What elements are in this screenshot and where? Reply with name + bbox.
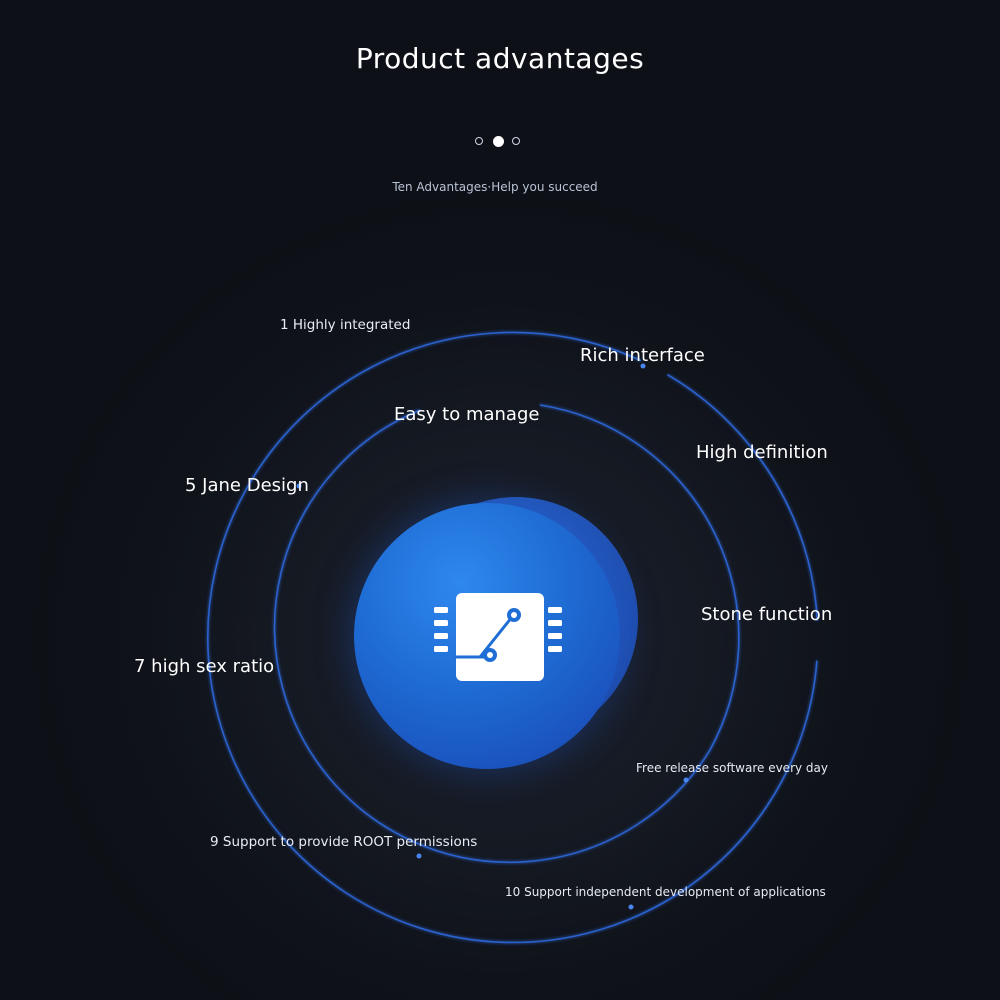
pagination-dot-1[interactable] <box>475 137 483 145</box>
advantage-6: Stone function <box>701 604 833 625</box>
outer-orbit-left <box>206 332 768 944</box>
advantage-2: Rich interface <box>580 345 705 366</box>
center-core <box>350 497 640 777</box>
inner-orbit-right <box>539 404 740 751</box>
advantage-7: 7 high sex ratio <box>134 656 275 677</box>
advantage-1: 1 Highly integrated <box>280 317 411 333</box>
advantage-4: High definition <box>696 442 828 463</box>
pagination-dot-2[interactable] <box>493 136 504 147</box>
orbit-node <box>683 777 689 783</box>
orbit-node <box>416 853 422 859</box>
advantage-8: Free release software every day <box>636 761 828 775</box>
chip-icon <box>434 593 562 681</box>
page-title: Product advantages <box>355 42 645 75</box>
pagination-dot-3[interactable] <box>512 137 520 145</box>
advantage-3: Easy to manage <box>394 404 540 425</box>
advantage-9: 9 Support to provide ROOT permissions <box>210 834 478 850</box>
orbit-node <box>640 363 646 369</box>
subtitle: Ten Advantages·Help you succeed <box>392 180 598 194</box>
outer-orbit-right <box>494 331 819 807</box>
advantage-10: 10 Support independent development of ap… <box>505 885 826 899</box>
pagination-dots <box>470 136 530 148</box>
advantage-5: 5 Jane Design <box>185 475 309 496</box>
orbit-node <box>628 904 634 910</box>
orbit-node <box>296 483 302 489</box>
inner-orbit-left <box>273 409 711 864</box>
